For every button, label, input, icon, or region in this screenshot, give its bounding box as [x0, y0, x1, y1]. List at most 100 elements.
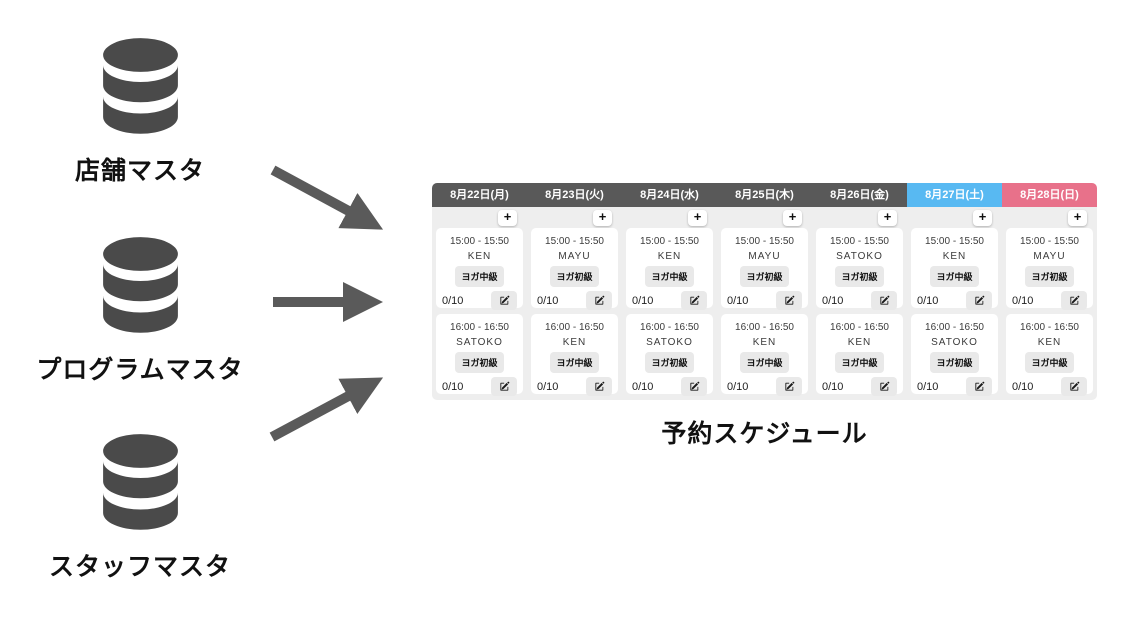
capacity-row: 0/10 — [632, 291, 707, 310]
edit-icon — [974, 295, 984, 305]
edit-button[interactable] — [586, 291, 612, 310]
edit-icon — [784, 295, 794, 305]
capacity-label: 0/10 — [537, 294, 559, 307]
day-header: 8月27日(土) — [907, 183, 1002, 207]
database-icon — [102, 237, 178, 333]
lesson-program-badge: ヨガ中級 — [740, 352, 789, 373]
add-slot-button[interactable]: + — [593, 209, 612, 226]
schedule-day-column: 8月23日(火) + 15:00 - 15:50 MAYU ヨガ初級 0/10 … — [527, 183, 622, 400]
lesson-staff: KEN — [562, 337, 587, 348]
capacity-label: 0/10 — [1012, 380, 1034, 393]
edit-icon — [879, 381, 889, 391]
lesson-time: 16:00 - 16:50 — [830, 322, 889, 333]
schedule-day-column: 8月22日(月) + 15:00 - 15:50 KEN ヨガ中級 0/10 1… — [432, 183, 527, 400]
db-block-staff: スタッフマスタ — [20, 433, 260, 583]
edit-button[interactable] — [1061, 377, 1087, 396]
lesson-card: 16:00 - 16:50 KEN ヨガ中級 0/10 — [816, 314, 903, 396]
day-header: 8月22日(月) — [432, 183, 527, 207]
edit-button[interactable] — [491, 377, 517, 396]
day-cards: 15:00 - 15:50 KEN ヨガ中級 0/10 16:00 - 16:5… — [622, 224, 717, 396]
lesson-card: 15:00 - 15:50 MAYU ヨガ初級 0/10 — [721, 228, 808, 310]
capacity-label: 0/10 — [632, 380, 654, 393]
capacity-row: 0/10 — [442, 291, 517, 310]
lesson-card: 15:00 - 15:50 SATOKO ヨガ初級 0/10 — [816, 228, 903, 310]
lesson-program-badge: ヨガ中級 — [835, 352, 884, 373]
lesson-time: 15:00 - 15:50 — [545, 236, 604, 247]
edit-button[interactable] — [871, 291, 897, 310]
edit-button[interactable] — [966, 291, 992, 310]
lesson-time: 16:00 - 16:50 — [545, 322, 604, 333]
lesson-staff: KEN — [942, 251, 967, 262]
schedule-title: 予約スケジュール — [661, 420, 868, 448]
capacity-row: 0/10 — [917, 291, 992, 310]
edit-button[interactable] — [776, 377, 802, 396]
edit-button[interactable] — [586, 377, 612, 396]
lesson-card: 15:00 - 15:50 KEN ヨガ中級 0/10 — [436, 228, 523, 310]
day-header: 8月25日(木) — [717, 183, 812, 207]
lesson-staff: KEN — [657, 251, 682, 262]
lesson-staff: MAYU — [558, 251, 591, 262]
lesson-time: 16:00 - 16:50 — [1020, 322, 1079, 333]
add-slot-button[interactable]: + — [498, 209, 517, 226]
lesson-card: 16:00 - 16:50 KEN ヨガ中級 0/10 — [721, 314, 808, 396]
capacity-row: 0/10 — [537, 377, 612, 396]
edit-button[interactable] — [491, 291, 517, 310]
lesson-time: 16:00 - 16:50 — [640, 322, 699, 333]
capacity-row: 0/10 — [1012, 291, 1087, 310]
edit-button[interactable] — [871, 377, 897, 396]
db-block-store: 店舗マスタ — [20, 37, 260, 187]
lesson-time: 15:00 - 15:50 — [450, 236, 509, 247]
lesson-card: 16:00 - 16:50 KEN ヨガ中級 0/10 — [531, 314, 618, 396]
add-row: + — [527, 207, 622, 226]
day-header: 8月26日(金) — [812, 183, 907, 207]
add-slot-button[interactable]: + — [688, 209, 707, 226]
add-slot-button[interactable]: + — [878, 209, 897, 226]
capacity-label: 0/10 — [822, 380, 844, 393]
capacity-label: 0/10 — [442, 294, 464, 307]
day-cards: 15:00 - 15:50 MAYU ヨガ初級 0/10 16:00 - 16:… — [1002, 224, 1097, 396]
add-row: + — [907, 207, 1002, 226]
day-header: 8月24日(水) — [622, 183, 717, 207]
day-header: 8月23日(火) — [527, 183, 622, 207]
database-icon — [102, 38, 178, 134]
flow-arrows — [269, 165, 384, 442]
edit-button[interactable] — [681, 291, 707, 310]
lesson-staff: KEN — [752, 337, 777, 348]
store-master-label: 店舗マスタ — [74, 157, 205, 185]
edit-icon — [689, 295, 699, 305]
capacity-row: 0/10 — [1012, 377, 1087, 396]
lesson-program-badge: ヨガ中級 — [645, 266, 694, 287]
capacity-label: 0/10 — [442, 380, 464, 393]
lesson-staff: MAYU — [748, 251, 781, 262]
lesson-program-badge: ヨガ初級 — [930, 352, 979, 373]
capacity-label: 0/10 — [632, 294, 654, 307]
add-row: + — [432, 207, 527, 226]
lesson-staff: SATOKO — [456, 337, 503, 348]
db-block-program: プログラムマスタ — [20, 236, 260, 386]
lesson-program-badge: ヨガ中級 — [550, 352, 599, 373]
capacity-row: 0/10 — [917, 377, 992, 396]
edit-button[interactable] — [1061, 291, 1087, 310]
lesson-time: 15:00 - 15:50 — [735, 236, 794, 247]
lesson-staff: SATOKO — [931, 337, 978, 348]
add-slot-button[interactable]: + — [1068, 209, 1087, 226]
lesson-program-badge: ヨガ初級 — [740, 266, 789, 287]
add-slot-button[interactable]: + — [783, 209, 802, 226]
add-slot-button[interactable]: + — [973, 209, 992, 226]
edit-button[interactable] — [966, 377, 992, 396]
day-cards: 15:00 - 15:50 KEN ヨガ中級 0/10 16:00 - 16:5… — [432, 224, 527, 396]
lesson-staff: KEN — [1037, 337, 1062, 348]
lesson-staff: KEN — [847, 337, 872, 348]
capacity-row: 0/10 — [442, 377, 517, 396]
schedule-day-column: 8月26日(金) + 15:00 - 15:50 SATOKO ヨガ初級 0/1… — [812, 183, 907, 400]
edit-icon — [499, 381, 509, 391]
edit-button[interactable] — [776, 291, 802, 310]
reservation-schedule-panel: 8月22日(月) + 15:00 - 15:50 KEN ヨガ中級 0/10 1… — [432, 183, 1097, 400]
edit-icon — [1069, 295, 1079, 305]
schedule-columns: 8月22日(月) + 15:00 - 15:50 KEN ヨガ中級 0/10 1… — [432, 183, 1097, 400]
edit-button[interactable] — [681, 377, 707, 396]
add-row: + — [1002, 207, 1097, 226]
schedule-day-column: 8月25日(木) + 15:00 - 15:50 MAYU ヨガ初級 0/10 … — [717, 183, 812, 400]
day-cards: 15:00 - 15:50 MAYU ヨガ初級 0/10 16:00 - 16:… — [527, 224, 622, 396]
